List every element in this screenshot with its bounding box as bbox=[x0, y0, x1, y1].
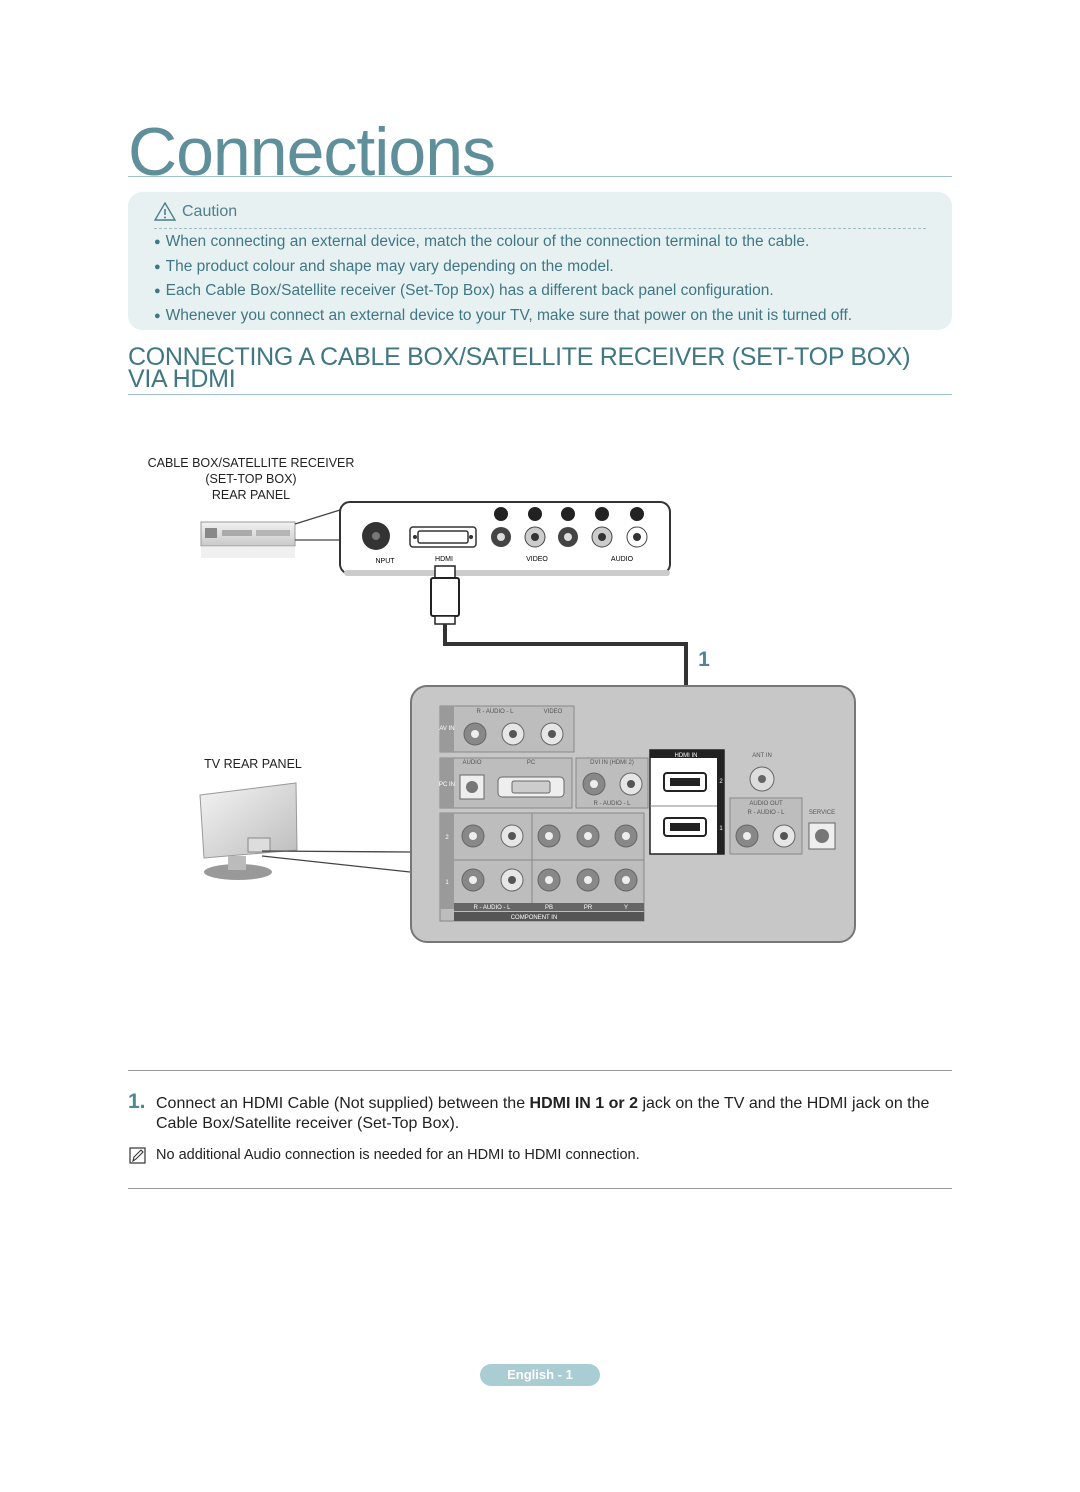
tv-hdmi-2-label: 2 bbox=[719, 779, 723, 785]
tv-thumbnail bbox=[199, 782, 298, 880]
connection-diagram: NPUT HDMI VIDEO AUDIO 1 AV IN R - AUDIO … bbox=[199, 501, 856, 943]
title-divider bbox=[128, 176, 952, 177]
tv-y-label: Y bbox=[624, 905, 628, 911]
section-heading-line1: CONNECTING A CABLE BOX/SATELLITE RECEIVE… bbox=[128, 343, 911, 371]
caution-item: ●When connecting an external device, mat… bbox=[154, 233, 810, 250]
cable-number: 1 bbox=[698, 648, 710, 671]
stb-hdmi-label: HDMI bbox=[435, 556, 453, 563]
stb-label: CABLE BOX/SATELLITE RECEIVER (SET-TOP BO… bbox=[147, 456, 355, 502]
tv-comp-2-label: 2 bbox=[445, 835, 449, 841]
note-pencil-icon bbox=[129, 1147, 146, 1164]
tv-pc-in-label: PC IN bbox=[439, 782, 455, 788]
tv-video-label: VIDEO bbox=[544, 709, 563, 715]
tv-dvi-label: DVI IN (HDMI 2) bbox=[590, 760, 634, 766]
tv-service-label: SERVICE bbox=[809, 810, 835, 816]
section-heading: CONNECTING A CABLE BOX/SATELLITE RECEIVE… bbox=[128, 343, 952, 393]
step-divider-bottom bbox=[128, 1188, 952, 1189]
tv-rear-panel: AV IN R - AUDIO - L VIDEO PC IN AUDIO PC… bbox=[410, 685, 856, 943]
section-divider bbox=[128, 394, 952, 395]
tv-dvi-audio-label: R - AUDIO - L bbox=[593, 801, 631, 807]
page-title: Connections bbox=[128, 114, 496, 190]
tv-audio-out-label: AUDIO OUT bbox=[749, 801, 783, 807]
tv-pc-audio-label: AUDIO bbox=[462, 760, 481, 766]
tv-hdmi-1-label: 1 bbox=[719, 826, 723, 832]
step-divider-top bbox=[128, 1070, 952, 1071]
tv-hdmi-in-label: HDMI IN bbox=[675, 753, 698, 759]
note-text: No additional Audio connection is needed… bbox=[156, 1147, 640, 1163]
tv-component-in-label: COMPONENT IN bbox=[511, 915, 558, 921]
tv-pr-label: PR bbox=[584, 905, 593, 911]
tv-comp-1-label: 1 bbox=[445, 880, 449, 886]
caution-heading: Caution bbox=[154, 202, 237, 221]
tv-ant-in-label: ANT IN bbox=[752, 753, 772, 759]
tv-pc-label: PC bbox=[527, 760, 536, 766]
tv-av-in-label: AV IN bbox=[439, 726, 454, 732]
step-text: Connect an HDMI Cable (Not supplied) bet… bbox=[156, 1095, 930, 1132]
stb-input-label: NPUT bbox=[375, 558, 395, 565]
caution-divider bbox=[154, 228, 926, 229]
caution-item: ●Whenever you connect an external device… bbox=[154, 306, 853, 324]
caution-list: ●When connecting an external device, mat… bbox=[154, 230, 852, 328]
tv-av-audio-label: R - AUDIO - L bbox=[476, 709, 514, 715]
caution-box: Caution ●When connecting an external dev… bbox=[128, 192, 952, 330]
section-heading-line2: VIA HDMI bbox=[128, 365, 236, 393]
page-footer: English - 1 bbox=[480, 1364, 600, 1386]
stb-rear-panel: NPUT HDMI VIDEO AUDIO bbox=[339, 501, 671, 576]
caution-item: ●Each Cable Box/Satellite receiver (Set-… bbox=[154, 282, 774, 300]
caution-item: ●The product colour and shape may vary d… bbox=[154, 257, 614, 275]
stb-video-label: VIDEO bbox=[526, 556, 548, 563]
tv-comp-audio-label: R - AUDIO - L bbox=[473, 905, 511, 911]
warning-triangle-icon bbox=[154, 202, 176, 221]
step-number: 1. bbox=[128, 1090, 146, 1113]
stb-thumbnail bbox=[200, 521, 296, 558]
stb-audio-label: AUDIO bbox=[611, 556, 634, 563]
tv-audio-out-rl-label: R - AUDIO - L bbox=[747, 810, 785, 816]
tv-label: TV REAR PANEL bbox=[204, 757, 302, 771]
tv-pb-label: PB bbox=[545, 905, 553, 911]
caution-heading-text: Caution bbox=[182, 202, 238, 220]
